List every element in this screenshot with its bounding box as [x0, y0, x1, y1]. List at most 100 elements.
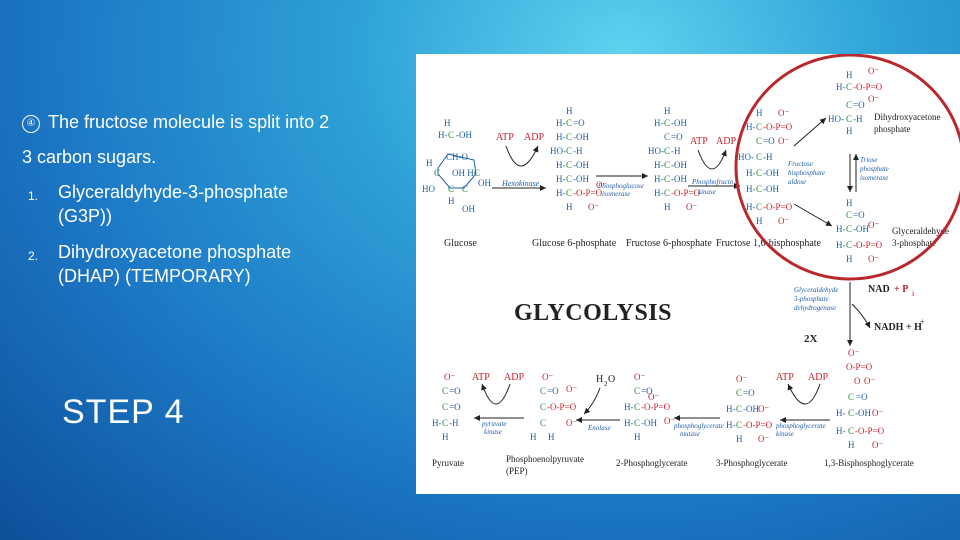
- svg-text:-O-P=O: -O-P=O: [855, 426, 885, 436]
- g3p-label-1: Glyceraldehyde: [892, 226, 949, 236]
- svg-text:C: C: [566, 160, 572, 170]
- pep-label-2: (PEP): [506, 466, 528, 476]
- svg-text:H: H: [736, 434, 743, 444]
- svg-text:=O: =O: [763, 136, 775, 146]
- pgm-label-2: mutase: [680, 430, 700, 438]
- pgi-label-2: isomerase: [602, 190, 630, 198]
- pyruvate-structure: O⁻ C=O C=O H-C-H H: [432, 372, 461, 442]
- svg-text:H-: H-: [654, 188, 664, 198]
- svg-text:O⁻: O⁻: [686, 202, 697, 212]
- svg-text:C: C: [566, 132, 572, 142]
- svg-text:O⁻: O⁻: [566, 384, 577, 394]
- svg-text:=O: =O: [547, 386, 559, 396]
- list-item-line2: (G3P)): [58, 206, 112, 226]
- svg-text:H: H: [756, 216, 763, 226]
- svg-text:H: H: [448, 196, 455, 206]
- svg-text:C: C: [442, 386, 448, 396]
- svg-text:O⁻: O⁻: [444, 372, 455, 382]
- glucose6p-structure: H H-C=O H-C-OH HO-C-H H-C-OH H-C-OH H-C-…: [550, 106, 607, 212]
- svg-text:=O: =O: [641, 386, 653, 396]
- svg-text:H-: H-: [836, 426, 846, 436]
- svg-text:C: C: [846, 240, 852, 250]
- svg-text:OH H: OH H: [452, 168, 474, 178]
- glucose6p-label: Glucose 6-phosphate: [532, 238, 617, 249]
- svg-text:H: H: [848, 440, 855, 450]
- svg-text:-O-P=O: -O-P=O: [763, 202, 793, 212]
- svg-text:=O: =O: [856, 392, 868, 402]
- svg-text:-H: -H: [449, 418, 459, 428]
- svg-text:C: C: [442, 418, 448, 428]
- svg-text:H: H: [548, 432, 555, 442]
- svg-text:H-: H-: [746, 202, 756, 212]
- svg-text:-OH: -OH: [763, 168, 779, 178]
- aldolase-arrow-down: [793, 203, 833, 227]
- svg-text:H-: H-: [556, 174, 566, 184]
- svg-text:C: C: [664, 174, 670, 184]
- bullet-text: The fructose molecule is split into 2: [48, 112, 330, 132]
- svg-text:C: C: [448, 184, 454, 194]
- svg-text:C: C: [566, 146, 572, 156]
- adp-label: ADP: [504, 372, 524, 383]
- svg-text:C: C: [566, 118, 572, 128]
- svg-text:-O-P=O: -O-P=O: [641, 402, 671, 412]
- svg-text:O⁻: O⁻: [868, 94, 879, 104]
- svg-text:HO: HO: [422, 184, 435, 194]
- pg3-label: 3-Phosphoglycerate: [716, 458, 787, 468]
- svg-text:HO-: HO-: [828, 114, 844, 124]
- svg-text:C: C: [846, 82, 852, 92]
- tpi-label-3: isomerase: [860, 174, 888, 182]
- svg-text:H: H: [846, 254, 853, 264]
- svg-text:HO-: HO-: [550, 146, 566, 156]
- pgk-label-2: kinase: [776, 430, 794, 438]
- svg-text:C: C: [540, 386, 546, 396]
- svg-text:=O: =O: [853, 210, 865, 220]
- pgk-label-1: phosphoglycerate: [775, 422, 826, 430]
- svg-text:O⁻: O⁻: [758, 404, 769, 414]
- svg-text:H: H: [846, 198, 853, 208]
- svg-text:C: C: [540, 402, 546, 412]
- svg-text:H-: H-: [836, 408, 846, 418]
- atp-label: ATP: [690, 136, 708, 147]
- list-item-line1: Dihydroxyacetone phosphate: [58, 242, 292, 262]
- aldolase-label-2: bisphosphate: [788, 169, 825, 177]
- svg-text:-OH: -OH: [855, 408, 871, 418]
- svg-text:-OH: -OH: [671, 160, 687, 170]
- diagram-title: GLYCOLYSIS: [514, 300, 672, 326]
- svg-text:-OH: -OH: [641, 418, 657, 428]
- svg-text:C: C: [634, 418, 640, 428]
- adp-label: ADP: [716, 136, 736, 147]
- svg-text:C: C: [756, 136, 762, 146]
- svg-text:H-: H-: [836, 82, 846, 92]
- fructose6p-structure: H H-C-OH C=O HO-C-H H-C-OH H-C-OH H-C-O-…: [648, 106, 701, 212]
- svg-text:C: C: [634, 386, 640, 396]
- pfk-label-2: kinase: [698, 188, 716, 196]
- svg-text:H-: H-: [556, 188, 566, 198]
- svg-text:H-: H-: [726, 420, 736, 430]
- svg-text:C: C: [848, 426, 854, 436]
- svg-text:C: C: [756, 202, 762, 212]
- pfk-label-1: Phosphofructo: [691, 178, 734, 186]
- bullet-icon: ④: [22, 115, 40, 133]
- svg-text:C: C: [736, 404, 742, 414]
- svg-text:O⁻: O⁻: [872, 440, 883, 450]
- svg-text:-O-P=O: -O-P=O: [853, 240, 883, 250]
- svg-text:O⁻: O⁻: [778, 136, 789, 146]
- h2o-subscript: 2: [604, 380, 608, 388]
- svg-text:H-: H-: [556, 160, 566, 170]
- svg-text:=O: =O: [853, 100, 865, 110]
- svg-text:C: C: [756, 152, 762, 162]
- svg-text:H-: H-: [556, 118, 566, 128]
- svg-text:-O-P=O: -O-P=O: [547, 402, 577, 412]
- pi-label: + P: [894, 284, 908, 295]
- svg-text:H-: H-: [432, 418, 442, 428]
- svg-text:O⁻: O⁻: [868, 254, 879, 264]
- atp-label: ATP: [496, 132, 514, 143]
- svg-text:CH-O: CH-O: [446, 152, 468, 162]
- svg-text:-OH: -OH: [573, 174, 589, 184]
